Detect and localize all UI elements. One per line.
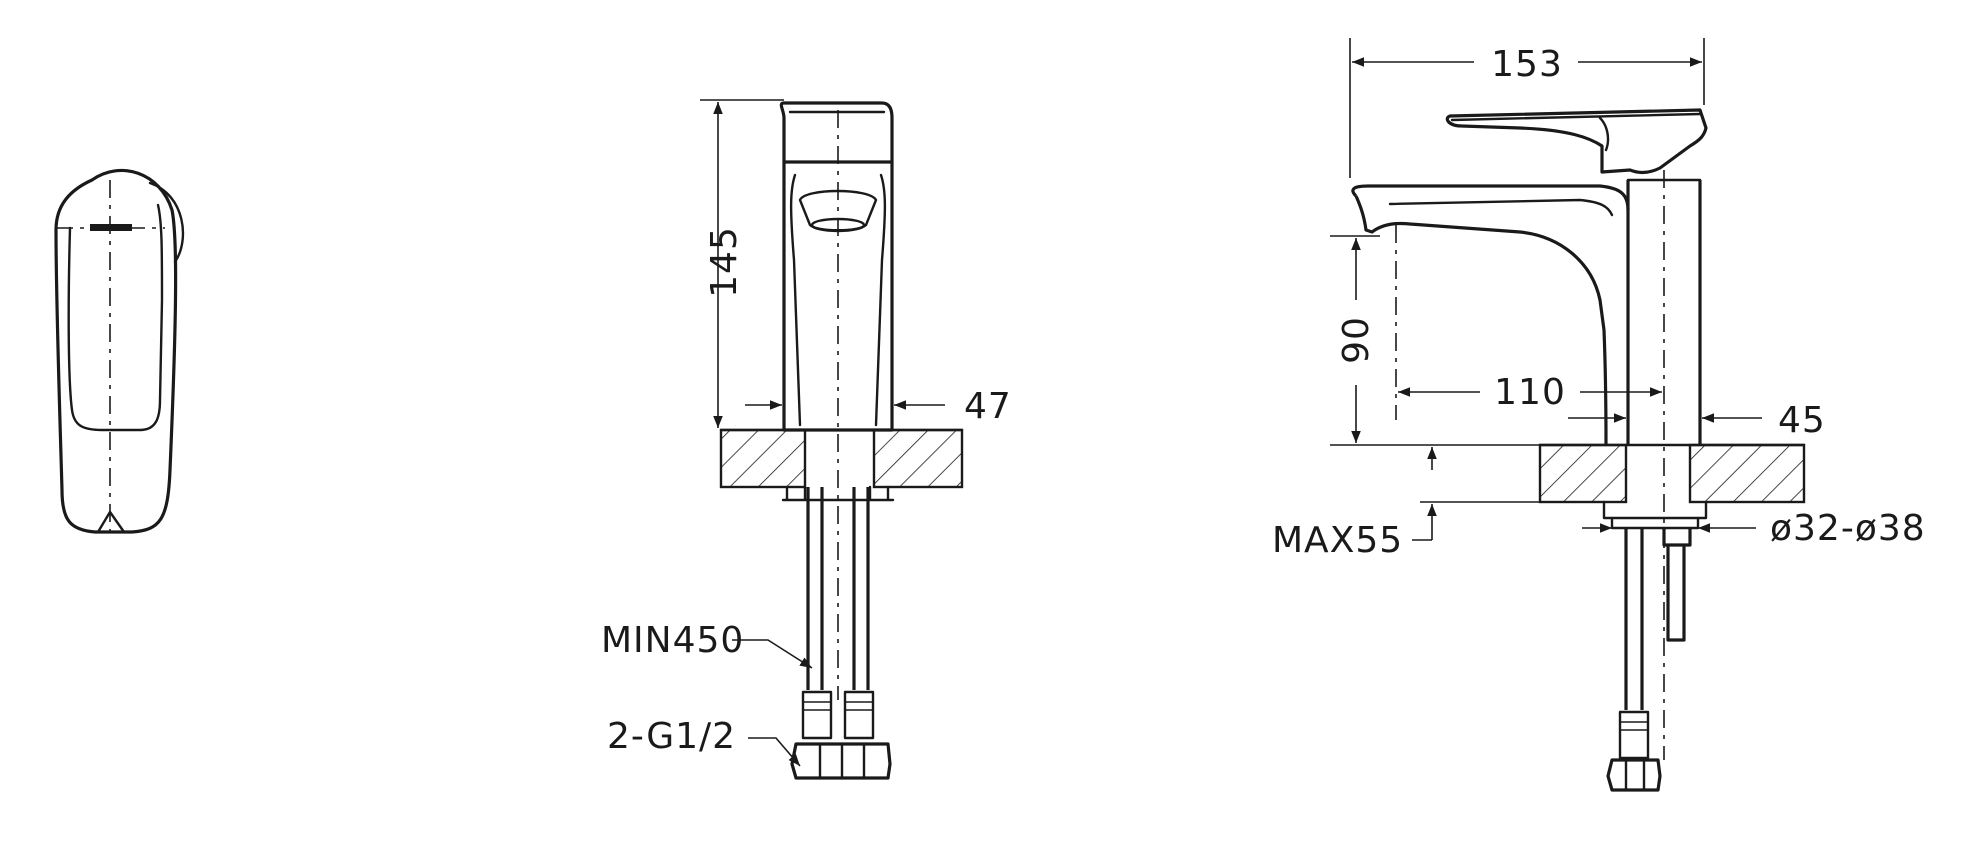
side-handle-lever [1445,108,1708,175]
front-hose-left [806,487,824,690]
front-view: 145 47 MIN450 2-G1/2 [601,99,1012,780]
top-view-logo-mark [90,224,132,231]
hole-dim-label: ø32-ø38 [1770,508,1926,549]
side-dim-45-label: 45 [1778,400,1826,441]
front-hex-nut-divisions [818,742,866,780]
side-deck-left [1538,443,1628,504]
top-view [54,168,185,535]
side-hose [1624,528,1644,710]
front-hose-right [852,487,870,690]
side-deck-right [1688,443,1806,504]
side-hose-connector [1618,710,1650,760]
front-connector-lines [803,701,873,711]
side-spout-outline [1351,184,1630,446]
top-view-handle-outline [54,168,178,534]
side-connector-lines [1620,721,1648,731]
front-fixing-nut [781,485,895,502]
front-deck-right [872,428,964,489]
top-view-tip [96,510,126,534]
side-fixing-nut [1602,500,1708,530]
front-dim-47-label: 47 [964,386,1012,427]
front-connector-left [801,690,833,740]
hose-length-leader [732,639,813,669]
max-deck-label: MAX55 [1272,520,1403,561]
front-deck-left [719,428,807,489]
connection-label: 2-G1/2 [607,716,736,757]
side-view: 153 90 110 45 MAX55 ø32-ø38 [1272,38,1926,792]
connection-leader [748,737,801,767]
side-handle-top-detail [1450,112,1702,152]
hose-length-label: MIN450 [601,620,744,661]
side-dim-153-label: 153 [1491,44,1563,85]
front-dim-145-label: 145 [704,226,745,298]
side-dim-110-label: 110 [1494,372,1566,413]
side-stud [1662,528,1692,642]
side-dim-90-label: 90 [1336,316,1377,364]
side-spout-inner [1388,198,1614,217]
side-body-column [1626,180,1702,445]
top-view-escutcheon-arc [148,181,185,264]
side-hex-nut [1606,758,1662,792]
front-body-inner [789,173,887,427]
side-hex-nut-division [1624,758,1646,792]
top-view-inner-outline [67,203,164,432]
front-connector-right [843,690,875,740]
